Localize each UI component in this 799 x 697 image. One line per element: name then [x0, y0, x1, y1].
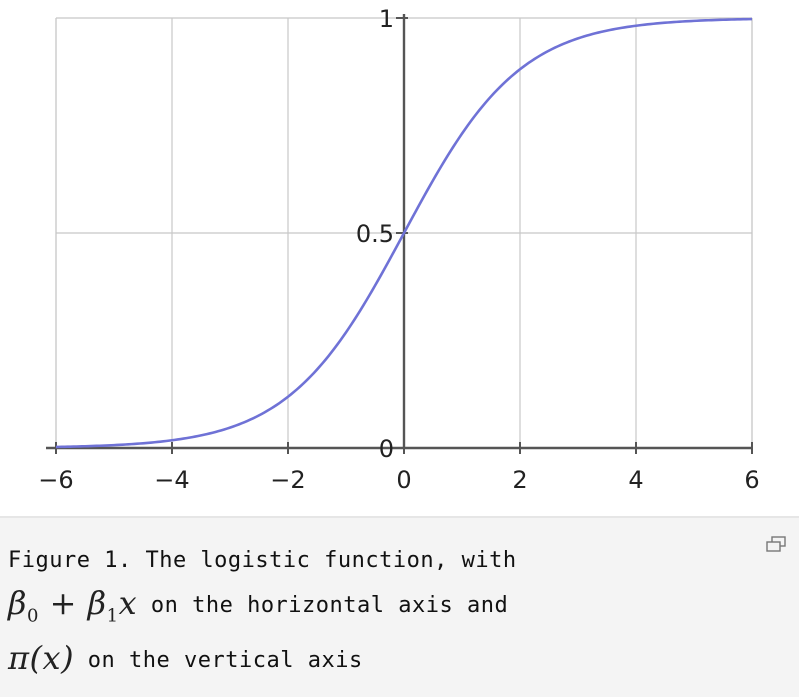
logistic-chart: −6 −4 −2 0 2 4 6 0 0.5 1 [38, 5, 759, 494]
x-tick-label-1: −4 [154, 466, 189, 494]
caption-area: Figure 1. The logistic function, with β0… [0, 516, 799, 697]
expand-icon[interactable] [765, 536, 787, 552]
caption-line-3-text: on the vertical axis [74, 648, 363, 674]
curve [55, 17, 753, 449]
beta0-symbol: β0 [8, 584, 39, 627]
x-tick-label-0: −6 [38, 466, 73, 494]
x-variable: x [118, 584, 138, 622]
caption-line-2: β0 + β1x on the horizontal axis and [8, 582, 748, 637]
y-tick-label-1: 0.5 [356, 220, 394, 248]
x-tick-label-5: 4 [628, 466, 643, 494]
plus-symbol: + [38, 584, 88, 622]
x-tick-label-4: 2 [512, 466, 527, 494]
tick-labels: −6 −4 −2 0 2 4 6 0 0.5 1 [38, 5, 759, 494]
pi-of-x: π(x) [8, 639, 75, 678]
y-tick-label-0: 0 [379, 435, 394, 463]
caption-line-1: Figure 1. The logistic function, with [8, 548, 517, 573]
x-tick-label-2: −2 [270, 466, 305, 494]
x-tick-label-6: 6 [744, 466, 759, 494]
y-tick-label-2: 1 [379, 5, 394, 33]
x-tick-label-3: 0 [396, 466, 411, 494]
chart-area: −6 −4 −2 0 2 4 6 0 0.5 1 [38, 5, 759, 494]
figure-caption: Figure 1. The logistic function, with β0… [8, 540, 748, 682]
caption-line-2-text: on the horizontal axis and [137, 593, 509, 618]
axes [46, 14, 753, 454]
logistic-curve [55, 17, 753, 449]
caption-line-3: π(x) on the vertical axis [8, 637, 748, 682]
beta1-symbol: β1 [87, 584, 119, 627]
